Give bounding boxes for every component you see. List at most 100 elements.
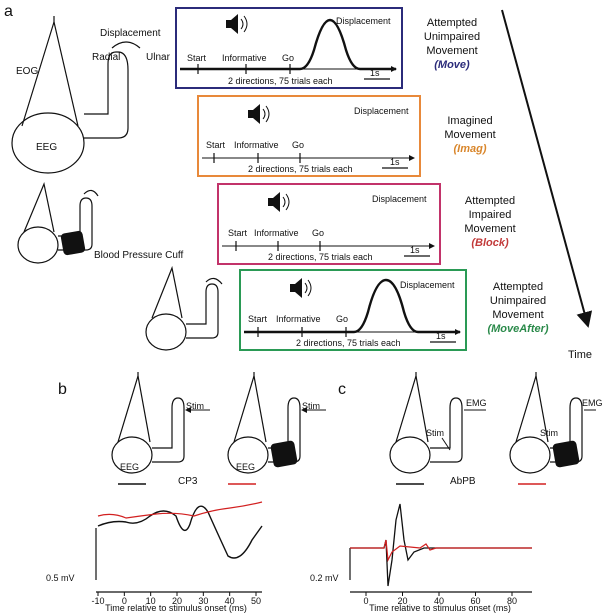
- plot-b-tick-label: 40: [225, 596, 235, 606]
- tl-trials: 2 directions, 75 trials each: [268, 252, 373, 262]
- x-label-b: Time relative to stimulus onset (ms): [105, 603, 247, 613]
- speaker-icon: [248, 104, 270, 124]
- tl-go: Go: [282, 53, 294, 63]
- plot-b-tick-label: 20: [172, 596, 182, 606]
- time-label: Time: [568, 349, 592, 361]
- panel-label-a: a: [4, 3, 13, 20]
- condition-box-imag: Start Informative Go Displacement 2 dire…: [197, 95, 421, 177]
- condition-label-block: Attempted Impaired Movement (Block): [464, 195, 515, 249]
- plot-b-tick-label: -10: [91, 596, 104, 606]
- tl-displacement: Displacement: [336, 16, 391, 26]
- label-stim-b1: Stim: [186, 401, 204, 411]
- label-eeg-b1: EEG: [120, 462, 139, 472]
- svg-text:Movement: Movement: [464, 223, 515, 235]
- panel-label-b: b: [58, 381, 67, 398]
- tl-scale: 1s: [436, 331, 446, 341]
- subject-figure-large: [11, 16, 141, 174]
- time-arrow: [501, 9, 593, 328]
- plot-b-tick-label: 0: [122, 596, 127, 606]
- svg-text:Attempted: Attempted: [427, 17, 477, 29]
- label-stim-c2: Stim: [540, 428, 558, 438]
- subject-figure-cuff: [17, 181, 99, 264]
- panel-b-subjects: [111, 372, 326, 474]
- svg-text:Movement: Movement: [444, 129, 495, 141]
- tl-displacement: Displacement: [372, 194, 427, 204]
- label-eeg-b2: EEG: [236, 462, 255, 472]
- condition-box-move: Start Informative Go Displacement 2 dire…: [175, 7, 403, 89]
- plot-c-tick-label: 20: [397, 596, 407, 606]
- tl-scale: 1s: [410, 245, 420, 255]
- tl-scale: 1s: [370, 68, 380, 78]
- speaker-icon: [226, 14, 248, 34]
- speaker-icon: [268, 192, 290, 212]
- svg-text:(Move): (Move): [434, 59, 470, 71]
- tl-start: Start: [248, 314, 268, 324]
- channel-label-b: CP3: [178, 476, 198, 487]
- tl-go: Go: [336, 314, 348, 324]
- label-eeg-a: EEG: [36, 142, 57, 153]
- svg-text:Movement: Movement: [426, 45, 477, 57]
- label-emg-c2: EMG: [582, 398, 602, 408]
- tl-start: Start: [187, 53, 207, 63]
- tl-trials: 2 directions, 75 trials each: [248, 164, 353, 174]
- panel-c-subjects: [389, 372, 596, 474]
- tl-informative: Informative: [276, 314, 321, 324]
- label-ulnar: Ulnar: [146, 52, 171, 63]
- tl-displacement: Displacement: [400, 280, 455, 290]
- plot-c: 0.2 mV 0 20 40 60 80 Time relative to stimul…: [310, 503, 532, 613]
- svg-text:Imagined: Imagined: [447, 115, 492, 127]
- x-label-c: Time relative to stimulus onset (ms): [369, 603, 511, 613]
- tl-go: Go: [292, 140, 304, 150]
- subject-figure-after: [145, 265, 223, 351]
- label-stim-b2: Stim: [302, 401, 320, 411]
- channel-label-c: AbPB: [450, 476, 476, 487]
- plot-b-tick-label: 10: [146, 596, 156, 606]
- label-stim-c1: Stim: [426, 428, 444, 438]
- x-ticks-c: 0 20 40 60 80: [363, 592, 517, 606]
- plot-c-tick-label: 0: [363, 596, 368, 606]
- tl-start: Start: [206, 140, 226, 150]
- trace-b-cuff: [97, 501, 263, 519]
- plot-c-tick-label: 60: [470, 596, 480, 606]
- svg-text:Attempted: Attempted: [465, 195, 515, 207]
- tl-informative: Informative: [254, 228, 299, 238]
- tl-informative: Informative: [234, 140, 279, 150]
- svg-text:(Imag): (Imag): [454, 143, 487, 155]
- svg-text:(Block): (Block): [471, 237, 509, 249]
- scale-label-c: 0.2 mV: [310, 573, 339, 583]
- tl-go: Go: [312, 228, 324, 238]
- plot-b-tick-label: 50: [251, 596, 261, 606]
- trace-b-baseline: [97, 505, 263, 559]
- svg-text:Impaired: Impaired: [469, 209, 512, 221]
- plot-c-tick-label: 80: [507, 596, 517, 606]
- svg-text:Attempted: Attempted: [493, 281, 543, 293]
- label-eog: EOG: [16, 66, 38, 77]
- label-displacement-left: Displacement: [100, 28, 161, 39]
- svg-text:Unimpaired: Unimpaired: [424, 31, 480, 43]
- speaker-icon: [290, 278, 312, 298]
- label-radial: Radial: [92, 52, 120, 63]
- tl-trials: 2 directions, 75 trials each: [296, 338, 401, 348]
- tl-informative: Informative: [222, 53, 267, 63]
- label-blood-pressure-cuff: Blood Pressure Cuff: [94, 250, 184, 261]
- svg-text:(MoveAfter): (MoveAfter): [487, 323, 548, 335]
- trace-c-cuff: [350, 539, 532, 563]
- scale-label-b: 0.5 mV: [46, 573, 75, 583]
- condition-box-moveafter: Start Informative Go Displacement 2 dire…: [239, 269, 467, 351]
- tl-displacement: Displacement: [354, 106, 409, 116]
- trace-c-baseline: [350, 503, 532, 587]
- tl-trials: 2 directions, 75 trials each: [228, 76, 333, 86]
- condition-label-imag: Imagined Movement (Imag): [444, 115, 495, 155]
- svg-text:Movement: Movement: [492, 309, 543, 321]
- condition-label-moveafter: Attempted Unimpaired Movement (MoveAfter…: [487, 281, 548, 335]
- box-border-move: [175, 7, 403, 89]
- condition-label-move: Attempted Unimpaired Movement (Move): [424, 17, 480, 71]
- plot-c-tick-label: 40: [434, 596, 444, 606]
- panel-label-c: c: [338, 381, 346, 398]
- condition-box-block: Start Informative Go Displacement 2 dire…: [217, 183, 441, 265]
- tl-scale: 1s: [390, 157, 400, 167]
